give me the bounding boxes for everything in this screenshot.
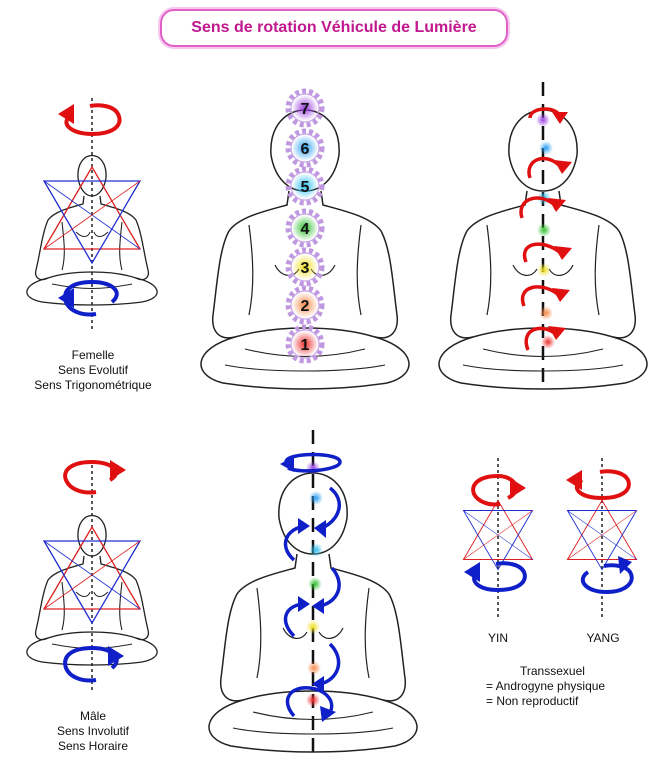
chakra-number-6: 6 bbox=[301, 141, 310, 158]
female-caption: Femelle Sens Evolutif Sens Trigonométriq… bbox=[15, 348, 171, 393]
chakra-gear-2 bbox=[288, 288, 322, 322]
merkaba-star bbox=[566, 499, 638, 571]
blue-arrowhead bbox=[108, 646, 124, 666]
merkaba-star bbox=[43, 166, 141, 264]
chakra-gear-1 bbox=[288, 327, 322, 361]
chakra-gear-4 bbox=[288, 211, 322, 245]
chakra-gear-5 bbox=[288, 169, 322, 203]
transsexuel-caption-line-3: = Non reproductif bbox=[486, 694, 579, 708]
female-caption-line-1: Femelle bbox=[71, 348, 115, 362]
male-caption-line-3: Sens Horaire bbox=[57, 739, 129, 753]
transsexuel-caption-line-1: Transsexuel bbox=[520, 664, 585, 678]
red-arrowhead bbox=[110, 460, 126, 480]
male-caption-line-2: Sens Involutif bbox=[56, 724, 130, 738]
transsexuel-caption: Transsexuel = Androgyne physique = Non r… bbox=[486, 664, 636, 709]
title-box: Sens de rotation Véhicule de Lumière bbox=[160, 9, 508, 47]
merkaba-star bbox=[462, 499, 534, 571]
chakra-gear-7 bbox=[288, 91, 322, 125]
chakra-number-2: 2 bbox=[301, 298, 310, 315]
transsexuel-caption-line-2: = Androgyne physique bbox=[486, 679, 606, 693]
chakra-figure: 7 6 5 4 3 2 1 bbox=[200, 91, 410, 390]
female-caption-line-2: Sens Evolutif bbox=[57, 363, 129, 377]
chakra-number-1: 1 bbox=[301, 337, 310, 354]
chakra-number-3: 3 bbox=[301, 260, 310, 277]
blue-spiral-arrows bbox=[283, 452, 342, 718]
red-spiral-figure bbox=[438, 82, 648, 390]
red-rotation-arrow bbox=[64, 103, 122, 137]
male-figure bbox=[26, 459, 158, 690]
page-title: Sens de rotation Véhicule de Lumière bbox=[191, 19, 477, 36]
male-caption: Mâle Sens Involutif Sens Horaire bbox=[25, 709, 161, 754]
chakra-number-5: 5 bbox=[301, 179, 310, 196]
red-arrowhead bbox=[58, 104, 74, 124]
male-caption-line-1: Mâle bbox=[79, 709, 106, 723]
blue-spiral-figure bbox=[208, 430, 418, 753]
yin-label: YIN bbox=[487, 631, 508, 645]
female-caption-line-3: Sens Trigonométrique bbox=[34, 378, 152, 392]
yin-figure bbox=[462, 458, 534, 618]
yang-label: YANG bbox=[586, 631, 620, 645]
yang-figure bbox=[566, 458, 638, 618]
red-rotation-arrow bbox=[63, 459, 118, 495]
merkaba-star bbox=[43, 526, 141, 624]
blue-arrowhead bbox=[58, 288, 74, 308]
blue-rotation-arrow bbox=[63, 279, 119, 317]
blue-rotation-arrow bbox=[472, 561, 527, 593]
chakra-number-7: 7 bbox=[301, 101, 310, 118]
female-figure bbox=[26, 98, 158, 330]
chakra-number-4: 4 bbox=[301, 221, 310, 238]
red-rotation-arrow bbox=[574, 469, 631, 501]
chakra-gear-3 bbox=[288, 250, 322, 284]
chakra-gear-6 bbox=[288, 131, 322, 165]
red-rotation-arrow bbox=[471, 473, 519, 507]
